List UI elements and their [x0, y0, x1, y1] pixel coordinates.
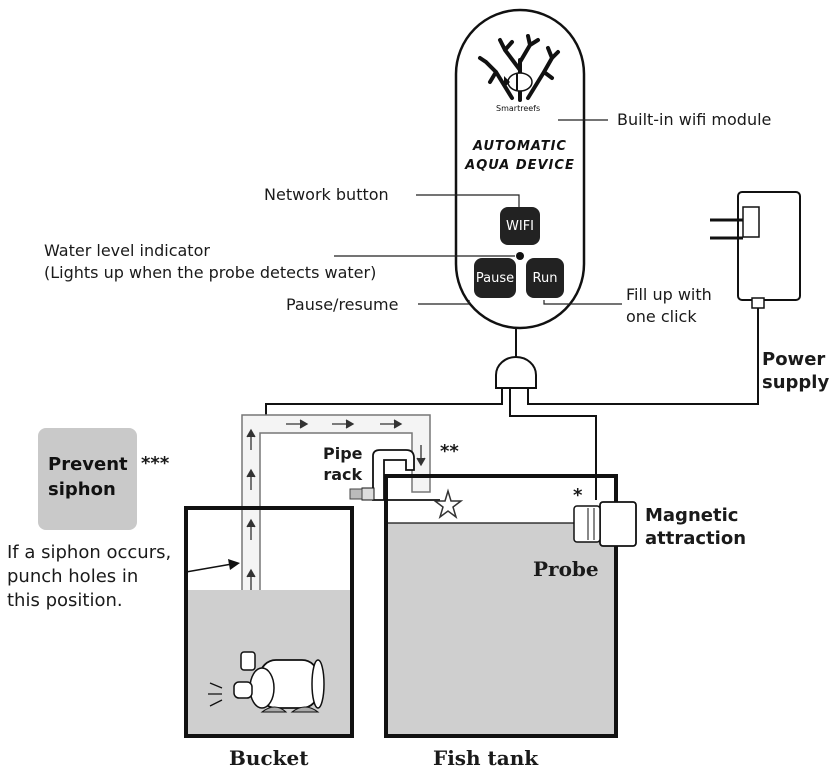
water-level-label-line1: Water level indicator — [44, 241, 210, 260]
probe-label: Probe — [533, 557, 599, 581]
water-pump — [208, 651, 325, 713]
star-icon — [432, 488, 464, 519]
magnetic-attraction-label-line2: attraction — [645, 528, 747, 550]
cable-connector — [495, 356, 537, 389]
fill-up-label-line2: one click — [626, 306, 697, 326]
pipe-rack-label: Pipe rack — [323, 444, 363, 486]
device-body — [454, 8, 586, 330]
magnetic-attraction-label-line1: Magnetic — [645, 505, 739, 526]
wifi-module-label: Built-in wifi module — [617, 110, 772, 129]
prevent-siphon-line2: siphon — [48, 479, 116, 501]
single-star-marker: * — [573, 485, 583, 506]
pipe-rack-label-line2: rack — [323, 464, 363, 484]
triple-star-marker: *** — [141, 453, 170, 474]
pause-resume-label: Pause/resume — [286, 295, 399, 314]
siphon-note: If a siphon occurs, punch holes in this … — [7, 541, 171, 612]
power-supply-label-line2: supply — [762, 372, 830, 394]
fill-up-label: Fill up with one click — [626, 284, 712, 327]
bucket — [184, 506, 354, 738]
probe-holder — [573, 501, 637, 547]
run-button[interactable]: Run — [526, 258, 564, 298]
device-title: AUTOMATIC AQUA DEVICE — [458, 138, 582, 176]
fish-tank-label: Fish tank — [433, 746, 539, 770]
leader-lines — [334, 119, 622, 305]
prevent-siphon-label: Prevent siphon — [48, 452, 128, 502]
fish-tank — [384, 474, 618, 738]
siphon-arrow — [185, 559, 240, 573]
water-level-label-line2: (Lights up when the probe detects water) — [44, 262, 377, 282]
device-title-line1: AUTOMATIC — [473, 139, 567, 154]
prevent-siphon-box — [38, 428, 137, 530]
prevent-siphon-line1: Prevent — [48, 454, 128, 475]
power-supply-label-line1: Power — [762, 349, 826, 370]
pipe-rack — [349, 449, 440, 501]
device-title-line2: AQUA DEVICE — [465, 157, 575, 173]
siphon-note-line3: this position. — [7, 589, 123, 611]
brand-logo-text: Smartreefs — [496, 104, 541, 113]
network-button-label: Network button — [264, 185, 389, 204]
tank-water — [388, 523, 614, 734]
power-supply-label: Power supply — [762, 348, 829, 395]
water-level-label: Water level indicator (Lights up when th… — [44, 240, 376, 283]
fish-logo — [504, 72, 533, 92]
wifi-button[interactable]: WIFI — [500, 207, 540, 245]
pipe-rack-label-line1: Pipe — [323, 444, 363, 463]
pause-button[interactable]: Pause — [474, 258, 516, 298]
magnetic-attraction-label: Magnetic attraction — [645, 504, 746, 551]
double-star-marker: ** — [440, 441, 459, 462]
cables — [265, 305, 759, 500]
siphon-note-line2: punch holes in — [7, 565, 139, 587]
fill-up-label-line1: Fill up with — [626, 285, 712, 304]
water-level-indicator — [516, 252, 524, 260]
siphon-note-line1: If a siphon occurs, — [7, 542, 172, 563]
bucket-label: Bucket — [229, 746, 309, 770]
power-adapter — [710, 191, 801, 309]
